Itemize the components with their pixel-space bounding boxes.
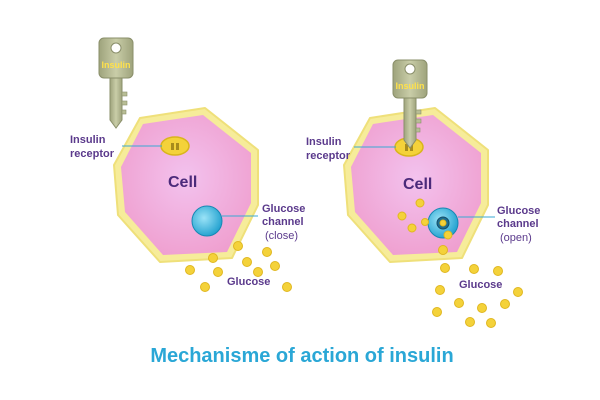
panel-right: Insulin Insulin receptor Cell Glucose ch… (306, 59, 540, 328)
receptor-label-line1: Insulin (70, 134, 106, 146)
glucose-dot (438, 245, 448, 255)
glucose-dot (493, 266, 503, 276)
glucose-channel-open (427, 207, 459, 239)
channel-label-line2: channel (497, 218, 539, 230)
glucose-dot (454, 298, 464, 308)
channel-state: (close) (265, 230, 298, 242)
receptor-label-line2: receptor (70, 148, 115, 160)
channel-label-line1: Glucose (262, 203, 305, 215)
insulin-key-right: Insulin (392, 59, 428, 149)
receptor-label-line2: receptor (306, 150, 351, 162)
key-label: Insulin (396, 81, 425, 91)
diagram-title: Mechanisme of action of insulin (150, 345, 453, 367)
glucose-dot (233, 241, 243, 251)
cell-label: Cell (168, 174, 197, 191)
glucose-dot (262, 247, 272, 257)
glucose-label: Glucose (227, 276, 270, 288)
glucose-dot (253, 267, 263, 277)
glucose-dot (415, 198, 425, 208)
glucose-group-left (185, 241, 292, 292)
glucose-dot (443, 230, 453, 240)
channel-state: (open) (500, 232, 532, 244)
key-label: Insulin (102, 60, 131, 70)
glucose-dot (500, 299, 510, 309)
panel-left: Insulin Insulin receptor Cell Glucose ch… (70, 37, 305, 292)
glucose-label: Glucose (459, 279, 502, 291)
glucose-dot (421, 218, 429, 226)
channel-label-line2: channel (262, 216, 304, 228)
channel-label-line1: Glucose (497, 205, 540, 217)
glucose-dot (242, 257, 252, 267)
glucose-dot (185, 265, 195, 275)
glucose-dot (270, 261, 280, 271)
glucose-group-inside (397, 198, 453, 240)
glucose-dot (513, 287, 523, 297)
insulin-key-left: Insulin (98, 37, 134, 129)
receptor-label-line1: Insulin (306, 136, 342, 148)
insulin-receptor-left (160, 136, 190, 156)
glucose-dot (477, 303, 487, 313)
glucose-dot (465, 317, 475, 327)
key-hole-icon (110, 42, 122, 54)
glucose-dot (486, 318, 496, 328)
glucose-dot (432, 307, 442, 317)
glucose-dot (435, 285, 445, 295)
glucose-dot (440, 263, 450, 273)
glucose-dot (200, 282, 210, 292)
key-hole-icon (404, 63, 416, 75)
glucose-dot (397, 211, 407, 221)
cell-label: Cell (403, 176, 432, 193)
glucose-group-right (432, 245, 523, 328)
glucose-dot (282, 282, 292, 292)
glucose-channel-closed (191, 205, 223, 237)
glucose-dot (469, 264, 479, 274)
glucose-dot (208, 253, 218, 263)
glucose-dot (407, 223, 417, 233)
glucose-dot (213, 267, 223, 277)
